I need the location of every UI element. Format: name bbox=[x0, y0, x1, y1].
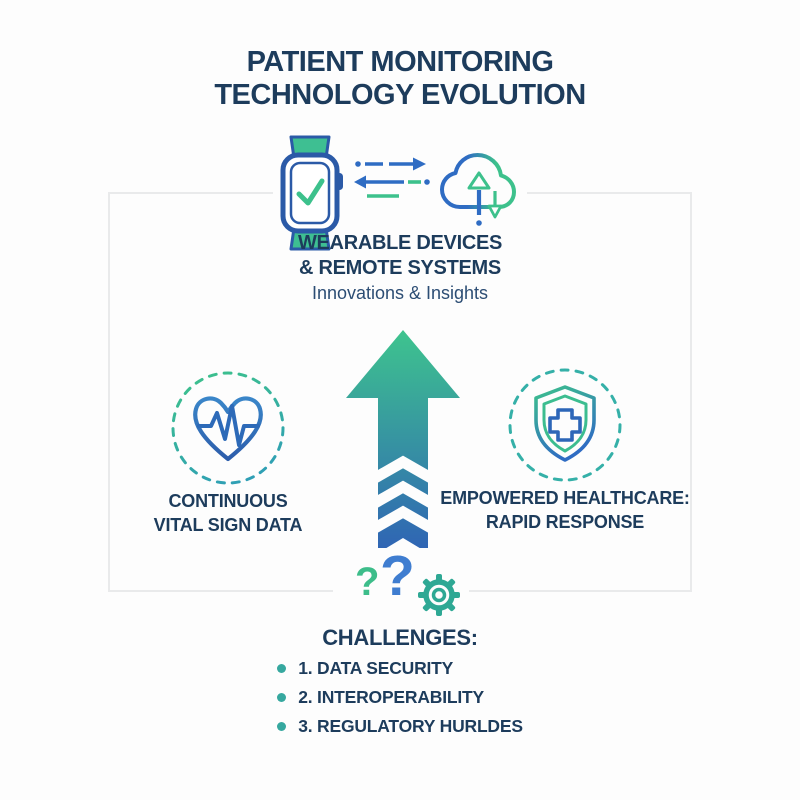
challenges-heading: CHALLENGES: bbox=[322, 625, 478, 650]
right-item-label: EMPOWERED HEALTHCARE: RAPID RESPONSE bbox=[425, 486, 705, 534]
wearable-heading: WEARABLE DEVICES & REMOTE SYSTEMS bbox=[0, 231, 800, 281]
wearable-heading-line2: & REMOTE SYSTEMS bbox=[299, 257, 501, 279]
left-item-label-line1: CONTINUOUS bbox=[168, 491, 288, 511]
page-title: PATIENT MONITORING TECHNOLOGY EVOLUTION bbox=[0, 46, 800, 112]
left-item-label-line2: VITAL SIGN DATA bbox=[153, 515, 303, 535]
wearable-subheading: Innovations & Insights bbox=[311, 283, 489, 303]
bullet-dot-icon bbox=[277, 693, 287, 702]
challenge-item-text: 2. INTEROPERABILITY bbox=[298, 687, 484, 707]
upward-growth-arrow-icon bbox=[338, 328, 468, 563]
gear-icon bbox=[418, 574, 460, 621]
challenge-list-item: 2. INTEROPERABILITY bbox=[277, 683, 484, 712]
challenge-list-item: 1. DATA SECURITY bbox=[277, 654, 453, 683]
cloud-transfer-icon bbox=[433, 143, 525, 240]
shield-cross-icon bbox=[505, 365, 625, 490]
question-mark-large-icon: ? bbox=[380, 544, 415, 608]
data-sync-arrows-icon bbox=[351, 155, 431, 212]
challenges-icon-cluster: ? ? bbox=[333, 544, 469, 616]
challenge-item-text: 3. REGULATORY HURLDES bbox=[298, 716, 523, 736]
left-item-label: CONTINUOUS VITAL SIGN DATA bbox=[98, 489, 358, 537]
page-title-line2: TECHNOLOGY EVOLUTION bbox=[214, 79, 586, 111]
bullet-dot-icon bbox=[277, 664, 287, 673]
heart-ecg-icon bbox=[168, 368, 288, 493]
challenge-item-text: 1. DATA SECURITY bbox=[298, 658, 454, 678]
top-icon-cluster bbox=[273, 133, 527, 257]
right-item-label-line1: EMPOWERED HEALTHCARE: bbox=[440, 488, 690, 508]
smartwatch-check-icon bbox=[275, 135, 345, 256]
question-mark-small-icon: ? bbox=[355, 560, 380, 604]
bullet-dot-icon bbox=[277, 722, 287, 731]
challenges-list: 1. DATA SECURITY 2. INTEROPERABILITY 3. … bbox=[0, 654, 800, 741]
challenge-list-item: 3. REGULATORY HURLDES bbox=[277, 712, 523, 741]
right-item-label-line2: RAPID RESPONSE bbox=[485, 512, 645, 532]
wearable-heading-line1: WEARABLE DEVICES bbox=[297, 232, 503, 254]
page-title-line1: PATIENT MONITORING bbox=[246, 46, 554, 78]
